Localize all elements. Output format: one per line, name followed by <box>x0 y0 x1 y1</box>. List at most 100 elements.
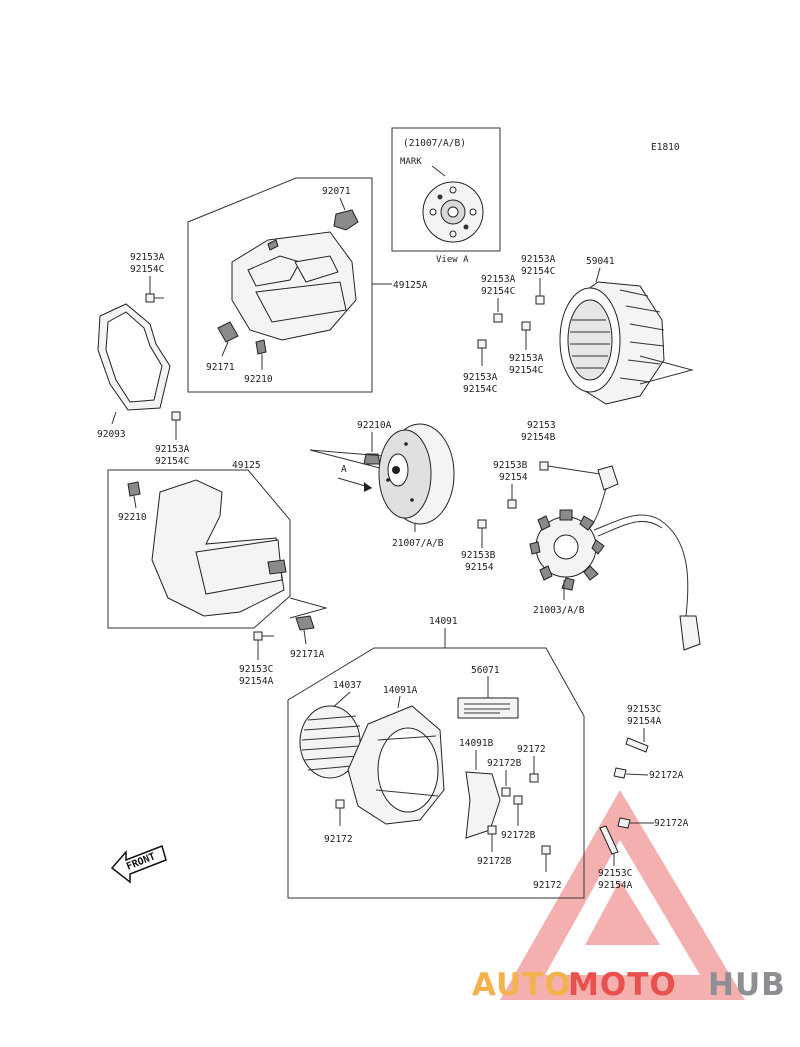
screw-icon <box>529 773 539 783</box>
screw-icon <box>513 795 523 805</box>
view-pointer-label: A <box>341 464 347 475</box>
label-92153C-c: 92153C <box>598 868 632 879</box>
arrow-icon <box>364 482 372 492</box>
label-92153B-a: 92153B <box>493 460 528 471</box>
label-92172B-a: 92172B <box>487 758 522 769</box>
bolt-icon <box>253 631 263 641</box>
screen-grille-icon <box>299 705 361 779</box>
label-14091A: 14091A <box>383 685 418 696</box>
lower-shroud-icon <box>151 479 287 617</box>
label-92154C-f: 92154C <box>463 384 497 395</box>
front-arrow-icon: FRONT <box>110 845 167 884</box>
label-92172-a: 92172 <box>517 744 546 755</box>
label-92172-b: 92172 <box>533 880 562 891</box>
label-92153C-a: 92153C <box>239 664 273 675</box>
view-a-title: (21007/A/B) <box>403 138 466 149</box>
screw-icon <box>501 787 511 797</box>
bolt-icon <box>625 737 649 753</box>
screw-icon <box>541 845 551 855</box>
label-92172A-a: 92172A <box>649 770 684 781</box>
label-92172-c: 92172 <box>324 834 353 845</box>
label-14037: 14037 <box>333 680 362 691</box>
label-92154-a: 92154 <box>499 472 528 483</box>
clip-icon <box>217 321 239 343</box>
pickup-coil-icon <box>589 465 619 529</box>
label-92210-top: 92210 <box>244 374 273 385</box>
label-92153A-f: 92153A <box>463 372 498 383</box>
label-21003AB: 21003/A/B <box>533 605 585 616</box>
screw-icon <box>507 499 517 509</box>
upper-shroud-group: 92071 49125A 92171 92210 <box>187 177 428 393</box>
label-92171: 92171 <box>206 362 235 373</box>
screw-icon <box>335 799 345 809</box>
label-92172B-c: 92172B <box>477 856 512 867</box>
label-92154C-e: 92154C <box>509 365 543 376</box>
label-92153A-e: 92153A <box>509 353 544 364</box>
warning-label-icon <box>457 697 519 719</box>
cooling-fan-icon <box>559 281 665 405</box>
label-92153B-b: 92153B <box>461 550 496 561</box>
lower-shroud-group: 49125 92210 <box>107 460 291 629</box>
gasket-icon <box>97 303 171 411</box>
watermark-triangle <box>500 790 745 1000</box>
label-92154-b: 92154 <box>465 562 494 573</box>
label-49125A: 49125A <box>393 280 428 291</box>
mark-label: MARK <box>400 157 422 167</box>
grommet-icon <box>127 481 141 497</box>
label-92172B-b: 92172B <box>501 830 536 841</box>
rotor-face-icon <box>422 181 484 243</box>
bolt-icon <box>535 295 545 305</box>
label-92210-mid: 92210 <box>118 512 147 523</box>
watermark-hub: HUB <box>708 967 786 1003</box>
label-92171A: 92171A <box>290 649 325 660</box>
bolt-icon <box>521 321 531 331</box>
watermark-moto: MOTO <box>568 967 677 1003</box>
bolt-icon <box>171 411 181 421</box>
bolt-icon <box>599 825 619 855</box>
label-56071: 56071 <box>471 665 500 676</box>
flywheel-icon <box>378 423 455 525</box>
label-92153A-b: 92153A <box>155 444 190 455</box>
watermark-auto: AUTO <box>472 967 572 1003</box>
label-92153A-d: 92153A <box>521 254 556 265</box>
label-92153C-b: 92153C <box>627 704 661 715</box>
label-92093: 92093 <box>97 429 126 440</box>
label-92154C-a: 92154C <box>130 264 164 275</box>
screw-icon <box>539 461 549 471</box>
screw-icon <box>613 767 627 779</box>
connector-icon <box>679 615 701 651</box>
label-14091B: 14091B <box>459 738 494 749</box>
label-21007AB: 21007/A/B <box>392 538 444 549</box>
label-92154B: 92154B <box>521 432 556 443</box>
screw-icon <box>487 825 497 835</box>
label-92153: 92153 <box>527 420 556 431</box>
upper-shroud-icon <box>231 231 357 341</box>
grommet-icon <box>255 339 267 355</box>
label-59041: 59041 <box>586 256 615 267</box>
label-92172A-b: 92172A <box>654 818 689 829</box>
bolt-icon <box>477 339 487 349</box>
label-92154C-c: 92154C <box>481 286 515 297</box>
label-92154C-b: 92154C <box>155 456 189 467</box>
label-92154A-a: 92154A <box>239 676 274 687</box>
diagram-code: E1810 <box>651 142 680 153</box>
label-92153A-c: 92153A <box>481 274 516 285</box>
bolt-icon <box>493 313 503 323</box>
view-a-inset: (21007/A/B) MARK View A <box>391 127 501 265</box>
rubber-cap-icon <box>333 209 359 231</box>
label-49125: 49125 <box>232 460 261 471</box>
label-92071: 92071 <box>322 186 351 197</box>
label-92154C-d: 92154C <box>521 266 555 277</box>
bolt-icon <box>477 519 487 529</box>
label-92153A-a: 92153A <box>130 252 165 263</box>
watermark-logo: AUTO MOTO HUB <box>472 967 786 1003</box>
fan-cover-group: 14037 14091A 56071 14091B 92172 92172B 9… <box>287 647 585 899</box>
view-a-caption: View A <box>436 255 469 265</box>
clip-icon <box>295 615 315 631</box>
label-92210A: 92210A <box>357 420 392 431</box>
fan-housing-icon <box>347 705 445 825</box>
label-92154A-c: 92154A <box>598 880 633 891</box>
stator-icon <box>529 509 605 591</box>
